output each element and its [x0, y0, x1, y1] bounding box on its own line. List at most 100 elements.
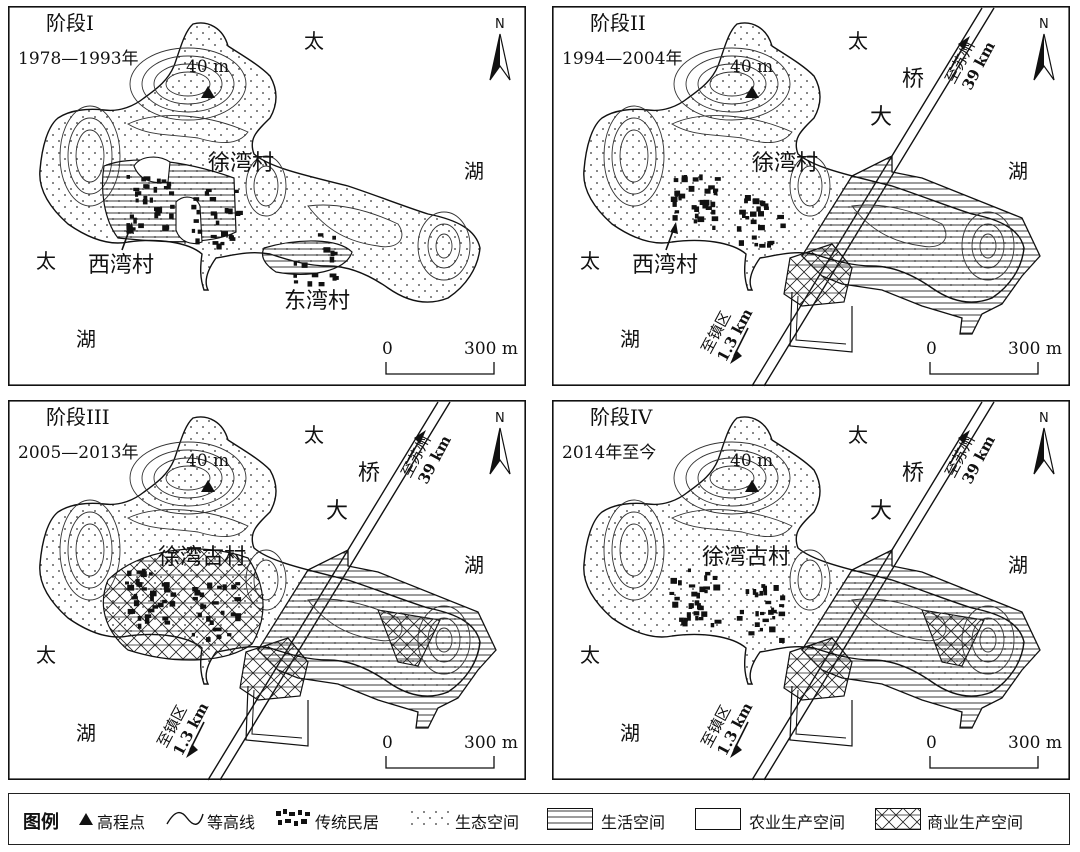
traditional-houses-icon: [276, 809, 310, 826]
house-mark: [169, 601, 176, 607]
house-mark: [136, 570, 144, 574]
house-mark: [191, 228, 196, 233]
house-mark: [235, 615, 241, 622]
house-mark: [141, 587, 147, 591]
lake-label: 太: [304, 423, 324, 447]
jetty-inner: [795, 689, 847, 739]
house-mark: [777, 214, 784, 220]
house-mark: [144, 617, 150, 624]
period-label: 1978—1993年: [18, 49, 139, 69]
house-mark: [143, 195, 148, 200]
house-mark: [197, 229, 203, 234]
house-mark: [166, 181, 172, 187]
house-mark: [330, 250, 335, 256]
bridge-label-qiao: 桥: [902, 67, 924, 92]
scale-zero-label: 0: [926, 339, 937, 359]
island-ecological-space: [583, 22, 1025, 303]
house-mark: [163, 186, 171, 190]
house-mark: [759, 200, 764, 206]
house-mark: [705, 571, 711, 576]
house-mark: [137, 623, 142, 629]
village-label-dongwan: 东湾村: [284, 289, 350, 314]
contour-line: [961, 211, 1015, 281]
lake-label: 湖: [620, 327, 640, 351]
house-mark: [126, 223, 131, 229]
house-mark: [212, 241, 219, 245]
house-mark: [137, 616, 142, 621]
house-mark: [220, 610, 225, 615]
house-mark: [194, 590, 201, 596]
house-mark: [672, 601, 679, 608]
house-mark: [674, 596, 680, 601]
contour-line: [789, 549, 831, 611]
house-mark: [156, 178, 161, 184]
contour-line: [75, 129, 105, 183]
legend-title: 图例: [23, 812, 59, 833]
house-mark: [711, 216, 719, 222]
contour-line: [619, 523, 649, 577]
contour-line: [611, 511, 657, 589]
scale-max-label: 300 m: [464, 339, 518, 359]
contour-line: [59, 499, 121, 601]
peak-elevation-label: 40 m: [730, 57, 773, 77]
contour-line: [59, 105, 121, 207]
house-mark: [691, 591, 698, 597]
xiwan-pointer-icon: [126, 222, 134, 234]
house-mark: [129, 214, 134, 219]
house-mark: [204, 191, 209, 196]
bridge-label-qiao: 桥: [358, 461, 380, 486]
house-mark: [133, 217, 137, 224]
contour-line: [153, 63, 223, 105]
contour-line: [67, 511, 113, 589]
house-mark: [754, 622, 760, 627]
village-label-xiwan: 西湾村: [88, 253, 154, 278]
house-mark: [697, 605, 702, 610]
house-mark: [220, 241, 225, 246]
contour-line: [671, 115, 793, 143]
house-mark: [713, 188, 719, 192]
contour-line: [603, 499, 665, 601]
peak-elevation-label: 40 m: [186, 451, 229, 471]
house-mark: [157, 207, 163, 213]
house-mark: [744, 195, 751, 201]
contour-line: [685, 55, 779, 113]
contour-line: [851, 204, 947, 248]
period-label: 2014年至今: [562, 443, 656, 463]
house-mark: [301, 262, 308, 268]
house-mark: [768, 609, 774, 615]
contour-line: [417, 211, 471, 281]
house-mark: [215, 220, 220, 226]
house-mark: [694, 213, 699, 219]
house-mark: [769, 626, 776, 633]
house-mark: [215, 627, 222, 631]
house-mark: [212, 601, 219, 605]
house-mark: [141, 177, 146, 182]
house-mark: [754, 242, 759, 247]
house-mark: [192, 596, 198, 601]
contour-line: [67, 117, 113, 195]
house-mark: [307, 281, 313, 287]
north-label: N: [1039, 411, 1049, 426]
house-mark: [681, 177, 688, 183]
house-mark: [127, 570, 132, 576]
house-mark: [216, 243, 222, 250]
house-mark: [235, 613, 242, 618]
house-mark: [133, 593, 138, 597]
contour-line: [307, 598, 403, 642]
contour-line-icon: [166, 811, 204, 825]
house-mark: [703, 199, 710, 206]
north-label: N: [1039, 17, 1049, 32]
contour-line: [979, 233, 997, 259]
scale-bar: [929, 362, 1039, 375]
panel-2: 大桥至苏州39 km至镇区1.3 km40 m阶段II1994—2004年太湖太…: [552, 6, 1071, 387]
house-mark: [142, 199, 148, 205]
house-mark: [681, 175, 686, 180]
house-mark: [133, 600, 139, 607]
contour-line: [127, 115, 249, 143]
contour-line: [971, 223, 1005, 269]
house-mark: [192, 587, 198, 592]
contour-line: [709, 465, 755, 491]
elevation-point-icon: [201, 480, 215, 492]
north-arrow-fill: [1034, 34, 1044, 80]
